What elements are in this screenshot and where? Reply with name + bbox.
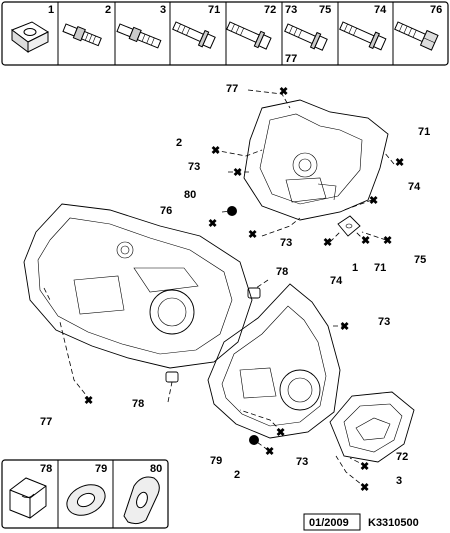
callout-1: 1 — [352, 262, 358, 274]
svg-text:✖: ✖ — [360, 482, 369, 494]
svg-text:✖: ✖ — [208, 218, 217, 230]
top-parts-strip: 1 2 3 71 72 73 75 77 74 76 — [1, 1, 449, 66]
fastener-markers: ✖ ✖ ✖ ✖ ✖ ✖ ✖ ✖ ✖ ✖ ✖ ✖ ✖ ✖ ✖ ✖ — [84, 86, 404, 494]
part-num-75: 75 — [319, 4, 331, 16]
svg-text:✖: ✖ — [265, 446, 274, 458]
callout-71: 71 — [418, 126, 430, 138]
svg-text:✖: ✖ — [248, 229, 257, 241]
svg-text:✖: ✖ — [360, 461, 369, 473]
footer: 01/2009 K3310500 — [303, 513, 419, 531]
flange-bolt-icon — [226, 21, 272, 50]
part-num-1: 1 — [48, 4, 54, 16]
svg-text:✖: ✖ — [323, 237, 332, 249]
callout-80: 80 — [184, 189, 196, 201]
bottom-parts-strip: 78 79 80 — [1, 459, 169, 529]
part-num-72: 72 — [264, 4, 276, 16]
callout-73: 73 — [188, 161, 200, 173]
part-num-73: 73 — [285, 4, 297, 16]
callout-75: 75 — [414, 254, 426, 266]
part-num-79: 79 — [95, 463, 107, 475]
part-num-2: 2 — [105, 4, 111, 16]
part-num-78: 78 — [40, 463, 52, 475]
callout-76: 76 — [160, 205, 172, 217]
callout-77: 77 — [226, 83, 238, 95]
svg-text:✖: ✖ — [279, 86, 288, 98]
callout-74: 74 — [330, 275, 343, 287]
part-num-71: 71 — [208, 4, 220, 16]
callout-2: 2 — [176, 137, 182, 149]
callout-78: 78 — [276, 266, 288, 278]
svg-text:✖: ✖ — [361, 235, 370, 247]
svg-text:✖: ✖ — [395, 157, 404, 169]
callout-77: 77 — [40, 416, 52, 428]
flange-bolt-icon — [172, 21, 216, 49]
stud-bolt-long-icon — [116, 23, 162, 49]
gearbox-housing-drawing — [23, 89, 415, 489]
bent-washer-icon — [123, 476, 160, 525]
callout-79: 79 — [210, 455, 222, 467]
footer-reference: K3310500 — [368, 517, 419, 529]
part-num-80: 80 — [150, 463, 162, 475]
callout-labels: 77 71 2 73 74 80 76 73 74 1 71 75 78 73 … — [40, 83, 430, 487]
svg-text:✖: ✖ — [233, 167, 242, 179]
part-num-77: 77 — [285, 53, 297, 65]
callout-72: 72 — [396, 451, 408, 463]
svg-text:✖: ✖ — [84, 395, 93, 407]
callout-73: 73 — [296, 456, 308, 468]
stud-bolt-icon — [62, 23, 102, 47]
part-num-3: 3 — [160, 4, 166, 16]
date-box — [303, 513, 361, 531]
washer-plate-icon — [10, 21, 50, 53]
callout-73: 73 — [378, 316, 390, 328]
callout-78: 78 — [132, 398, 144, 410]
ring-washer-icon — [66, 484, 106, 516]
svg-text:✖: ✖ — [211, 145, 220, 157]
callout-71: 71 — [374, 262, 386, 274]
footer-date: 01/2009 — [309, 517, 349, 529]
flange-bolt-icon — [284, 23, 328, 51]
bushing-icon — [9, 477, 47, 519]
svg-text:✖: ✖ — [276, 427, 285, 439]
svg-text:✖: ✖ — [340, 321, 349, 333]
top-parts-frame — [1, 1, 449, 66]
part-num-76: 76 — [430, 4, 442, 16]
part-num-74: 74 — [374, 4, 387, 16]
svg-text:✖: ✖ — [369, 195, 378, 207]
callout-73: 73 — [280, 237, 292, 249]
flange-bolt-icon — [339, 21, 387, 51]
callout-74: 74 — [408, 181, 421, 193]
hex-bolt-icon — [394, 21, 439, 51]
svg-text:✖: ✖ — [383, 235, 392, 247]
callout-3: 3 — [396, 475, 402, 487]
callout-2: 2 — [234, 469, 240, 481]
